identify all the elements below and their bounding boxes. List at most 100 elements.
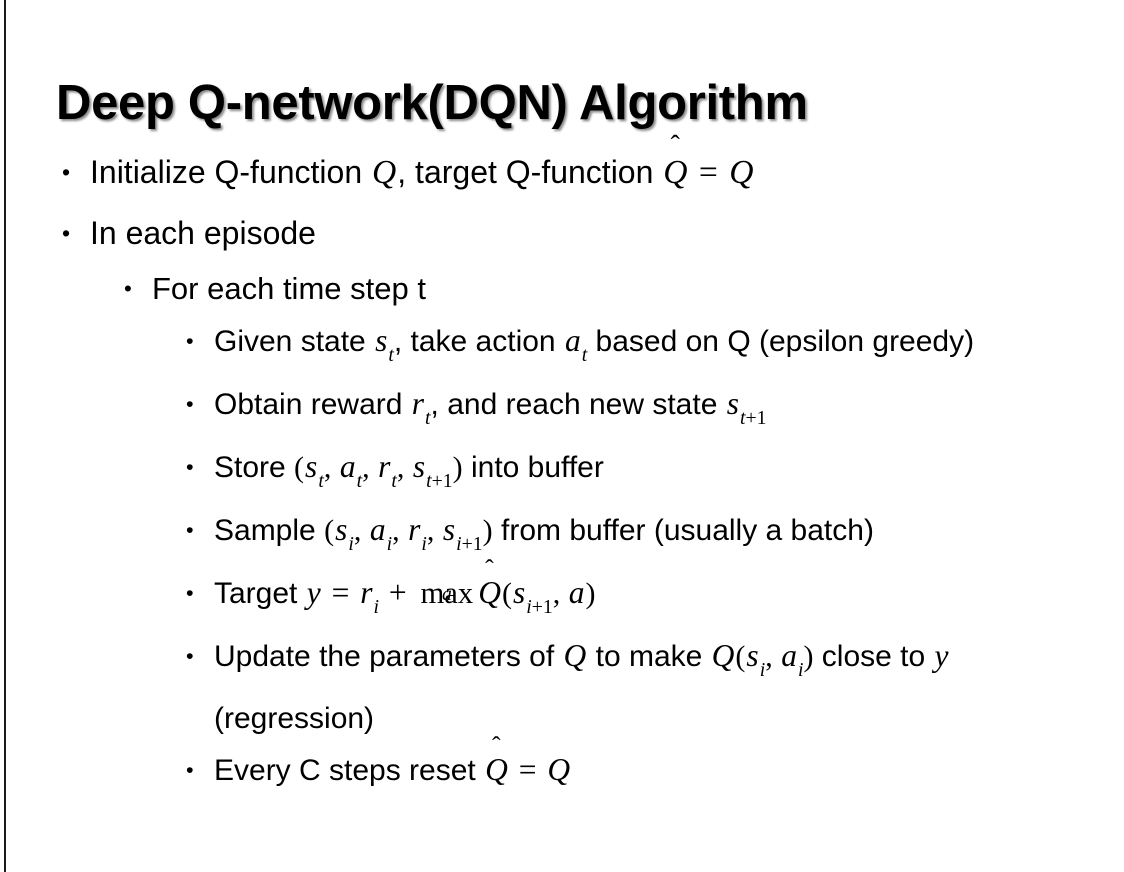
math-subscripted-term: st — [374, 323, 394, 366]
bullet-text-run: close to — [813, 640, 934, 673]
math-variable: r — [411, 386, 425, 421]
math-operator: + — [380, 575, 415, 610]
math-subscripted-term: ri — [407, 512, 427, 555]
bullet-item-level-2: • For each time step t — [0, 263, 1124, 315]
math-subscripted-term: si+1 — [442, 512, 483, 555]
math-variable: s — [375, 323, 388, 358]
math-punctuation: , — [396, 451, 412, 484]
math-variable: s — [412, 449, 426, 484]
bullet-list: • Initialize Q-function Q, target Q-funct… — [0, 129, 1124, 796]
math-punctuation: ( — [735, 640, 746, 673]
bullet-text-run: Every C steps reset — [214, 754, 485, 787]
left-edge-rule — [4, 0, 6, 872]
math-subscript: i — [386, 533, 393, 556]
math-punctuation: ( — [501, 577, 512, 610]
bullet-text: Initialize Q-function Q, target Q-functi… — [90, 129, 1124, 203]
math-punctuation: , — [765, 640, 781, 673]
math-subscripted-term: ai — [780, 638, 803, 681]
bullet-text-run: Obtain reward — [214, 388, 411, 421]
math-variable: s — [512, 575, 526, 610]
page-title: Deep Q-network(DQN) Algorithm — [56, 75, 808, 130]
bullet-point-icon: • — [124, 276, 132, 301]
math-variable: s — [442, 512, 456, 547]
math-subscript: t — [356, 470, 363, 493]
math-subscript: i — [421, 533, 427, 556]
math-variable: s — [726, 386, 739, 421]
math-punctuation: ) — [803, 640, 814, 673]
bullet-text: Obtain reward rt, and reach new state st… — [214, 378, 1118, 441]
bullet-item-level-3: •Update the parameters of Q to make Q(si… — [0, 630, 1124, 744]
math-variable: Q — [711, 638, 735, 673]
math-subscript: t — [318, 470, 324, 493]
hat-accent-icon: ˆ — [491, 731, 501, 761]
math-variable: Q — [729, 154, 754, 191]
hat-accent-icon: ˆ — [485, 554, 494, 584]
bullet-point-icon: • — [186, 580, 194, 605]
bullet-item-level-3: •Obtain reward rt, and reach new state s… — [0, 378, 1124, 441]
math-subscript: t — [425, 407, 431, 430]
math-punctuation: , — [323, 451, 339, 484]
math-subscript: i — [759, 659, 766, 682]
math-variable: a — [568, 575, 585, 610]
bullet-text: Sample (si, ai, ri, si+1) from buffer (u… — [214, 504, 1118, 567]
math-variable: s — [746, 638, 759, 673]
math-subscripted-term: st+1 — [726, 386, 767, 429]
math-subscripted-term: st+1 — [412, 449, 453, 492]
math-subscripted-term: st — [304, 449, 324, 492]
bullet-item-level-1: • Initialize Q-function Q, target Q-funct… — [0, 129, 1124, 203]
math-punctuation: ( — [324, 514, 335, 547]
math-punctuation: ) — [482, 514, 493, 547]
math-variable: y — [934, 638, 949, 673]
math-punctuation: , — [362, 451, 378, 484]
math-subscripted-term: at — [564, 323, 587, 366]
math-variable: r — [408, 512, 421, 547]
math-subscript: i+1 — [526, 596, 553, 619]
math-subscript: i — [797, 659, 804, 682]
bullet-text-run: , target Q-function — [397, 154, 663, 190]
bullet-point-icon: • — [62, 220, 71, 246]
bullet-text-run: Store — [214, 451, 295, 484]
math-subscripted-term: ai — [369, 512, 392, 555]
math-operator: = — [323, 575, 358, 610]
bullet-text: Given state st, take action at based on … — [214, 315, 1118, 378]
math-operator: = — [510, 752, 545, 787]
math-subscripted-term: at — [339, 449, 362, 492]
bullet-text: In each episode — [90, 203, 1124, 263]
math-subscript: t+1 — [739, 407, 767, 430]
math-subscripted-term: si — [745, 638, 765, 681]
bullet-text-run: based on Q (epsilon greedy) — [587, 325, 975, 358]
math-variable: r — [378, 449, 391, 484]
math-punctuation: , — [426, 514, 442, 547]
math-punctuation: ) — [452, 451, 463, 484]
bullet-text-run: , and reach new state — [430, 388, 726, 421]
math-subscript: t — [391, 470, 397, 493]
bullet-point-icon: • — [186, 454, 194, 479]
math-variable: a — [781, 638, 797, 673]
bullet-item-level-3: •Given state st, take action at based on… — [0, 315, 1124, 378]
bullet-point-icon: • — [62, 159, 71, 185]
math-variable: r — [360, 575, 373, 610]
math-variable: Q — [563, 638, 587, 673]
math-variable: a — [564, 323, 581, 358]
math-subscript: i+1 — [456, 533, 483, 556]
bullet-text-run: to make — [587, 640, 711, 673]
math-variable: Q — [372, 154, 397, 191]
bullet-text-run: Update the parameters of — [214, 640, 563, 673]
bullet-text-run: , take action — [393, 325, 564, 358]
math-punctuation: , — [552, 577, 568, 610]
math-subscript: i — [348, 533, 354, 556]
bullet-text-run: Given state — [214, 325, 375, 358]
bullet-text: For each time step t — [152, 263, 1124, 315]
math-subscript: t — [581, 344, 588, 367]
bullet-point-icon: • — [186, 517, 194, 542]
bullet-text-run: Sample — [214, 514, 325, 547]
bullet-text: Store (st, at, rt, st+1) into buffer — [214, 441, 1118, 504]
